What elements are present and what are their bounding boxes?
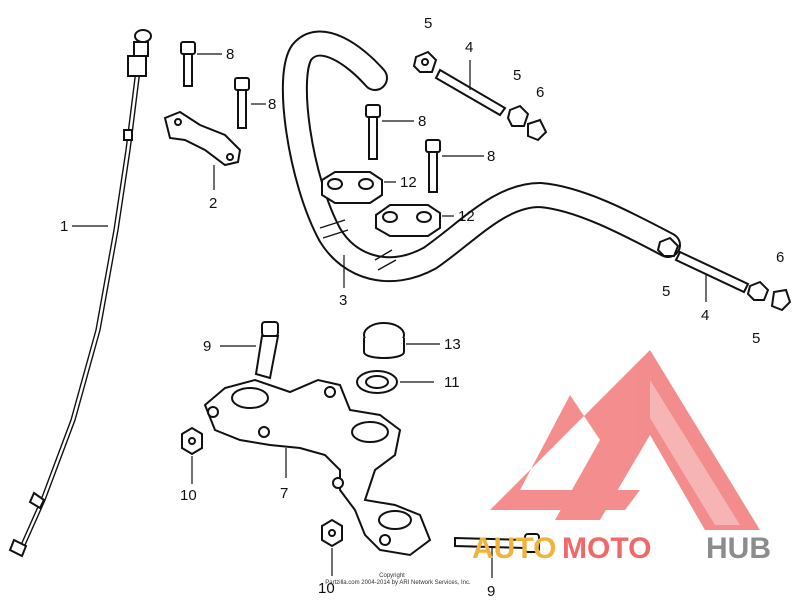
callout-9a: 9 [203, 338, 211, 355]
callout-10b: 10 [318, 580, 335, 597]
callout-11: 11 [444, 374, 460, 391]
callout-5c: 5 [662, 283, 670, 300]
part-clip-6b [770, 288, 792, 312]
callout-7: 7 [280, 485, 288, 502]
part-nut-10b [321, 518, 343, 548]
part-nut-5c [656, 236, 680, 257]
bolt-8a [180, 41, 196, 87]
copyright-line1: Copyright [379, 573, 405, 579]
part-nut-5a [412, 50, 438, 73]
part-clamp-upper [321, 171, 383, 204]
callout-1: 1 [60, 218, 68, 235]
callout-9b: 9 [487, 583, 495, 600]
callout-2: 2 [209, 195, 217, 212]
part-bracket [163, 110, 242, 167]
watermark-logo [490, 350, 760, 530]
callout-8c: 8 [418, 113, 426, 130]
callout-4b: 4 [701, 307, 709, 324]
callout-6b: 6 [776, 249, 784, 266]
part-top-bridge [203, 378, 432, 557]
watermark-moto: MOTO [562, 532, 651, 565]
callout-5b: 5 [513, 67, 521, 84]
callout-12b: 12 [458, 208, 475, 225]
bolt-8c [365, 104, 381, 160]
bolt-9a [254, 321, 280, 380]
bolt-8b [234, 77, 250, 129]
copyright-notice: Copyright Partzilla.com 2004-2014 by ARI… [325, 573, 471, 586]
part-clip-6a [527, 118, 548, 142]
callout-5a: 5 [424, 15, 432, 32]
part-rod-4a [434, 68, 507, 117]
callout-12a: 12 [400, 174, 417, 191]
callout-4a: 4 [465, 39, 473, 56]
callouts: 1 2 3 4 4 5 5 5 5 6 6 7 8 8 8 8 9 9 10 1… [60, 15, 784, 600]
part-washer-5b [506, 104, 530, 127]
callout-3: 3 [339, 292, 347, 309]
watermark-auto: AUTO [472, 532, 556, 565]
callout-8a: 8 [226, 46, 234, 63]
part-clamp-lower [375, 204, 441, 237]
part-handlebar [281, 30, 681, 283]
bolt-9b [454, 533, 540, 553]
callout-8b: 8 [268, 96, 276, 113]
part-nut-10a [181, 426, 203, 456]
copyright-line2: Partzilla.com 2004-2014 by ARI Network S… [325, 580, 471, 586]
part-cap-nut [363, 322, 405, 359]
watermark-text: AUTO MOTO HUB [472, 532, 771, 565]
part-cable [8, 29, 152, 558]
part-rod-4b [674, 250, 750, 294]
callout-13: 13 [444, 336, 461, 353]
part-washer [356, 370, 398, 394]
part-washer-5d [746, 280, 770, 301]
leader-lines [72, 53, 707, 578]
watermark-hub: HUB [706, 532, 771, 565]
bolt-8d [425, 139, 441, 193]
callout-5d: 5 [752, 330, 760, 347]
callout-10a: 10 [180, 487, 197, 504]
callout-8d: 8 [487, 148, 495, 165]
callout-6a: 6 [536, 84, 544, 101]
